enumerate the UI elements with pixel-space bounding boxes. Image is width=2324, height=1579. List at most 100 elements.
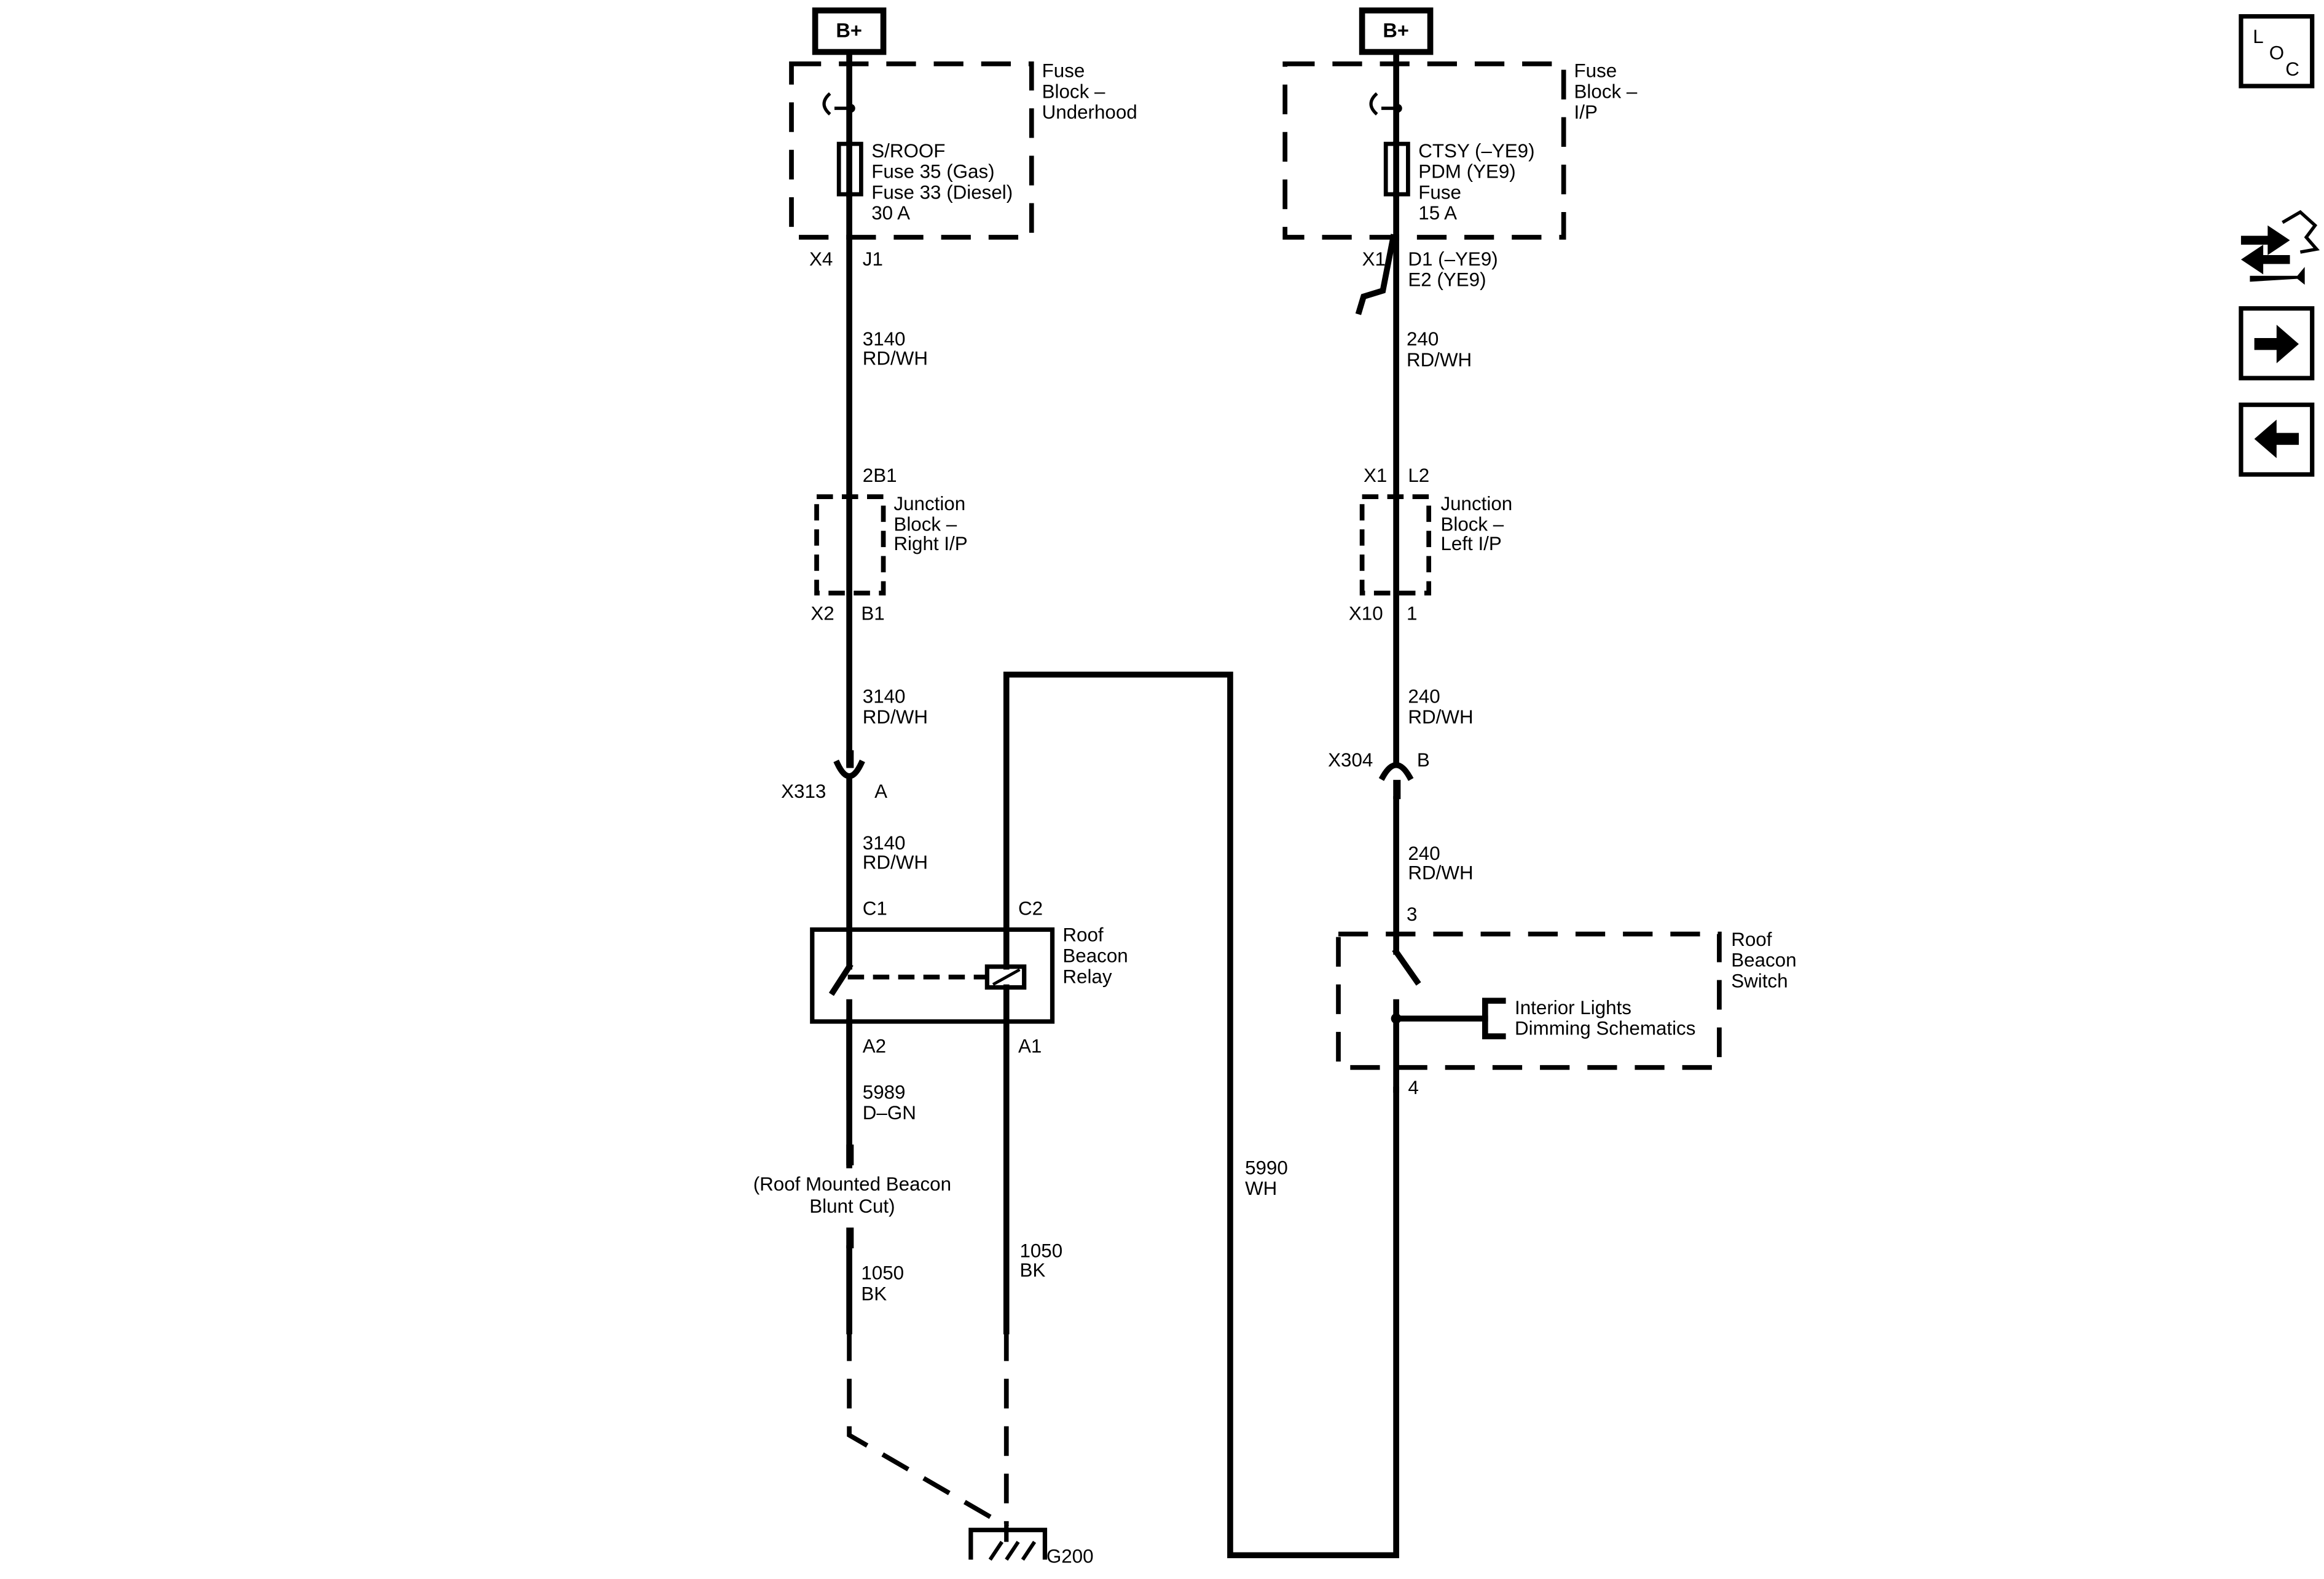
svg-text:Relay: Relay bbox=[1062, 966, 1112, 987]
right-fuse-label: CTSY (–YE9) PDM (YE9) Fuse 15 A bbox=[1418, 140, 1534, 224]
junction-block-left-outline bbox=[1359, 494, 1432, 596]
svg-text:3140: 3140 bbox=[863, 328, 906, 350]
svg-text:Left I/P: Left I/P bbox=[1440, 533, 1501, 554]
svg-text:240: 240 bbox=[1407, 328, 1439, 350]
left-wire-3140-a-label: 3140 RD/WH bbox=[863, 328, 928, 369]
right-wire-240-c-label: 240 RD/WH bbox=[1408, 843, 1473, 883]
component-locator-button[interactable]: L O C bbox=[2239, 14, 2315, 89]
svg-text:Fuse: Fuse bbox=[1574, 60, 1617, 82]
svg-text:5989: 5989 bbox=[863, 1081, 906, 1103]
right-fuse-pins: D1 (–YE9) E2 (YE9) bbox=[1408, 248, 1498, 291]
left-wire-3140-c-label: 3140 RD/WH bbox=[863, 832, 928, 873]
svg-text:BK: BK bbox=[861, 1283, 887, 1304]
next-page-button[interactable] bbox=[2239, 306, 2315, 380]
svg-text:240: 240 bbox=[1408, 843, 1440, 864]
svg-text:Beacon: Beacon bbox=[1062, 945, 1128, 966]
left-ground-dashed-path bbox=[847, 1331, 1010, 1529]
svg-text:Junction: Junction bbox=[1440, 493, 1512, 514]
svg-text:Junction: Junction bbox=[893, 493, 965, 514]
left-wire-1050-a-label: 1050 BK bbox=[861, 1262, 904, 1305]
svg-text:Fuse: Fuse bbox=[1042, 60, 1085, 82]
svg-text:RD/WH: RD/WH bbox=[1407, 349, 1472, 371]
left-wire-5989-label: 5989 D–GN bbox=[863, 1081, 916, 1124]
left-fuse-pin: J1 bbox=[863, 248, 883, 270]
svg-text:Block –: Block – bbox=[893, 514, 957, 535]
svg-text:Underhood: Underhood bbox=[1042, 101, 1137, 123]
svg-text:RD/WH: RD/WH bbox=[1408, 706, 1473, 728]
svg-text:Right I/P: Right I/P bbox=[893, 533, 967, 554]
junction-block-right-outline bbox=[814, 494, 886, 596]
svg-text:15 A: 15 A bbox=[1418, 202, 1457, 224]
arrow-left-icon bbox=[2254, 419, 2299, 459]
svg-text:30 A: 30 A bbox=[871, 202, 910, 224]
svg-text:1050: 1050 bbox=[1019, 1240, 1062, 1261]
svg-text:CTSY (–YE9): CTSY (–YE9) bbox=[1418, 140, 1534, 162]
roof-beacon-relay-label: Roof Beacon Relay bbox=[1062, 924, 1128, 988]
svg-text:D1 (–YE9): D1 (–YE9) bbox=[1408, 248, 1498, 270]
left-fuse-label: S/ROOF Fuse 35 (Gas) Fuse 33 (Diesel) 30… bbox=[871, 140, 1013, 224]
inline-connector-x304: X304 bbox=[1328, 749, 1373, 771]
ground-g200-label: G200 bbox=[1046, 1545, 1094, 1567]
svg-text:Fuse 35 (Gas): Fuse 35 (Gas) bbox=[871, 161, 994, 183]
svg-text:I/P: I/P bbox=[1574, 101, 1598, 123]
svg-text:Block –: Block – bbox=[1440, 514, 1504, 535]
loc-letter-o: O bbox=[2269, 42, 2284, 64]
svg-text:Fuse 33 (Diesel): Fuse 33 (Diesel) bbox=[871, 181, 1013, 203]
roof-beacon-relay-body bbox=[810, 927, 1055, 1024]
svg-text:Block –: Block – bbox=[1042, 81, 1105, 102]
svg-text:E2 (YE9): E2 (YE9) bbox=[1408, 269, 1486, 291]
roof-beacon-switch-label: Roof Beacon Switch bbox=[1731, 929, 1796, 992]
right-wire-240-a-label: 240 RD/WH bbox=[1407, 328, 1472, 371]
left-jb-output-pin: B1 bbox=[861, 602, 884, 624]
svg-text:Switch: Switch bbox=[1731, 971, 1788, 992]
inline-connector-x313: X313 bbox=[781, 781, 826, 802]
svg-text:Interior Lights: Interior Lights bbox=[1515, 997, 1631, 1018]
junction-block-right-label: Junction Block – Right I/P bbox=[893, 493, 967, 554]
svg-text:3140: 3140 bbox=[863, 685, 906, 707]
svg-text:Roof: Roof bbox=[1731, 929, 1772, 950]
svg-text:1050: 1050 bbox=[861, 1262, 904, 1284]
loc-letter-l: L bbox=[2253, 26, 2263, 47]
svg-text:Roof: Roof bbox=[1062, 924, 1103, 946]
loc-letter-c: C bbox=[2285, 58, 2299, 80]
right-battery-terminal: B+ bbox=[1359, 7, 1434, 55]
svg-text:Beacon: Beacon bbox=[1731, 950, 1796, 971]
svg-text:5990: 5990 bbox=[1245, 1157, 1288, 1178]
right-fuse-connector: X1 bbox=[1362, 248, 1386, 270]
relay-pin-c2: C2 bbox=[1018, 897, 1043, 919]
relay-pin-a2: A2 bbox=[863, 1036, 886, 1057]
junction-block-left-label: Junction Block – Left I/P bbox=[1440, 493, 1512, 554]
svg-text:PDM (YE9): PDM (YE9) bbox=[1418, 161, 1515, 183]
arrow-right-icon bbox=[2254, 325, 2299, 364]
relay-pin-a1: A1 bbox=[1018, 1036, 1042, 1057]
svg-text:RD/WH: RD/WH bbox=[863, 852, 928, 873]
svg-text:RD/WH: RD/WH bbox=[863, 706, 928, 728]
svg-text:RD/WH: RD/WH bbox=[863, 347, 928, 369]
right-jb-output-pin: 1 bbox=[1407, 602, 1417, 624]
left-fuse-block-label: Fuse Block – Underhood bbox=[1042, 60, 1137, 124]
svg-text:Fuse: Fuse bbox=[1418, 181, 1461, 203]
svg-text:Block –: Block – bbox=[1574, 81, 1638, 102]
svg-text:Dimming Schematics: Dimming Schematics bbox=[1515, 1018, 1695, 1039]
right-fuse-block-outline bbox=[1282, 61, 1566, 240]
left-wire-3140-b-label: 3140 RD/WH bbox=[863, 685, 928, 728]
right-jb-input-pin: L2 bbox=[1408, 465, 1429, 486]
left-battery-terminal: B+ bbox=[812, 7, 887, 55]
right-bplus-label: B+ bbox=[1383, 19, 1409, 41]
svg-text:BK: BK bbox=[1019, 1259, 1045, 1281]
svg-text:(Roof Mounted Beacon: (Roof Mounted Beacon bbox=[753, 1173, 951, 1195]
interior-lights-dimming-reference[interactable]: Interior Lights Dimming Schematics bbox=[1515, 997, 1695, 1039]
switch-pin-4: 4 bbox=[1408, 1077, 1418, 1098]
ground-g200-symbol bbox=[968, 1524, 1048, 1561]
svg-text:RD/WH: RD/WH bbox=[1408, 862, 1473, 883]
relay-wire-1050-label: 1050 BK bbox=[1019, 1240, 1062, 1280]
left-jb-connector: X2 bbox=[811, 602, 834, 624]
right-jb-input-connector: X1 bbox=[1364, 465, 1387, 486]
roof-beacon-switch-outline bbox=[1336, 931, 1722, 1070]
diagnostic-tools-icon[interactable] bbox=[2240, 210, 2320, 285]
previous-page-button[interactable] bbox=[2239, 402, 2315, 477]
left-fuse-connector: X4 bbox=[809, 248, 833, 270]
left-bplus-label: B+ bbox=[836, 19, 862, 41]
svg-text:WH: WH bbox=[1245, 1178, 1277, 1199]
